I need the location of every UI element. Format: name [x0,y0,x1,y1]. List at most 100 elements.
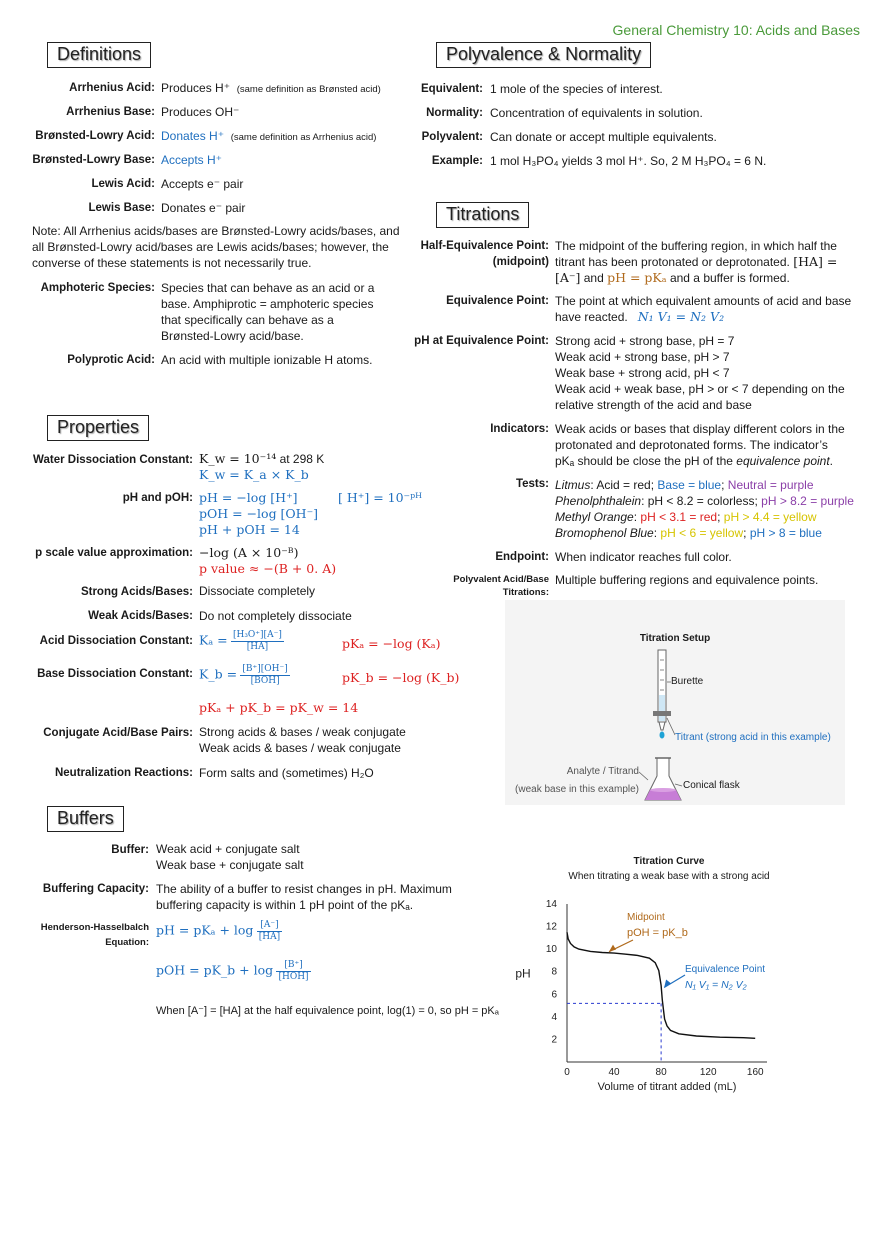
section-buffers-title: Buffers [47,806,124,832]
x-tick-label: 160 [747,1067,764,1078]
lewis-acid-label: Lewis Acid: [91,178,155,190]
chart-title: Titration Curve [633,856,705,867]
lewis-acid-value: Accepts e⁻ pair [161,177,244,191]
x-tick-label: 40 [608,1067,620,1078]
analyte-sublabel: (weak base in this example) [515,784,639,795]
apparatus-icon [638,649,683,801]
neutralization-label: Neutralization Reactions: [54,767,193,779]
equivalent-label: Equivalent: [421,83,483,95]
y-tick-label: 12 [546,922,558,933]
page-header: General Chemistry 10: Acids and Bases [612,22,860,38]
kb-equation: K_b = [B⁺][OH⁻][BOH] [199,664,290,686]
strong-acids-label: Strong Acids/Bases: [80,586,193,598]
lewis-base-label: Lewis Base: [88,202,155,214]
y-tick-label: 4 [551,1012,557,1023]
midpoint-arrowhead [609,944,616,952]
section-definitions-title: Definitions [47,42,152,68]
water-dissociation-value: K_w = 10⁻¹⁴ at 298 K K_w = K_a × K_b [199,451,325,482]
titration-curve-line [566,932,756,1039]
ph-equivalence-value: Strong acid + strong base, pH = 7 Weak a… [555,334,845,412]
arrhenius-base-label: Arrhenius Base: [66,106,155,118]
henderson-hasselbalch-poh: pOH = pK_b + log [B⁺][HOH] [156,960,311,982]
pkb-equation: pK_b = −log (K_b) [342,670,460,685]
burette-label: Burette [671,676,704,687]
polyvalent-label: Polyvalent: [421,131,483,143]
x-tick-label: 120 [700,1067,717,1078]
endpoint-label: Endpoint: [495,551,549,563]
amphoteric-label: Amphoteric Species: [40,282,155,294]
tests-label: Tests: [515,478,549,490]
y-tick-label: 8 [551,967,557,978]
analyte-label: Analyte / Titrand [566,766,639,777]
equivalence-equation: N₁ V₁ = N₂ V₂ [685,979,747,991]
ph-poh-label: pH and pOH: [122,492,193,504]
titrant-label: Titrant (strong acid in this example) [675,732,831,743]
tests-value: Litmus: Acid = red; Base = blue; Neutral… [555,478,854,540]
ph-poh-equations: pH = −log [H⁺] pOH = −log [OH⁻] pH + pOH… [199,490,319,537]
flask-label: Conical flask [683,780,740,791]
amphoteric-value: Species that can behave as an acid or a … [161,281,375,343]
polyvalent-titrations-value: Multiple buffering regions and equivalen… [555,573,819,587]
midpoint-equation: pOH = pK_b [627,927,688,939]
midpoint-label: Midpoint [627,912,665,923]
y-axis-label: pH [515,966,530,980]
lewis-base-value: Donates e⁻ pair [161,201,246,215]
conjugate-pairs-label: Conjugate Acid/Base Pairs: [43,727,193,739]
neutralization-value: Form salts and (sometimes) H₂O [199,766,374,780]
y-tick-label: 10 [546,944,558,955]
example-value: 1 mol H₃PO₄ yields 3 mol H⁺. So, 2 M H₃P… [490,154,767,168]
henderson-hasselbalch-ph: pH = pKₐ + log [A⁻][HA] [156,920,283,942]
buffering-capacity-label: Buffering Capacity: [42,883,149,895]
equivalence-label: Equivalence Point [685,964,765,975]
water-dissociation-label: Water Dissociation Constant: [33,454,193,466]
buffer-label: Buffer: [111,844,149,856]
indicators-label: Indicators: [490,423,549,435]
polyprotic-label: Polyprotic Acid: [67,354,155,366]
p-scale-label: p scale value approximation: [35,547,193,559]
section-polyvalence-title: Polyvalence & Normality [436,42,652,68]
weak-acids-label: Weak Acids/Bases: [88,610,193,622]
bl-base-label: Brønsted-Lowry Base: [32,154,155,166]
bl-acid-value: Donates H⁺ (same definition as Arrhenius… [161,129,377,143]
normality-value: Concentration of equivalents in solution… [490,106,703,120]
indicators-value: Weak acids or bases that display differe… [555,422,845,468]
x-axis-label: Volume of titrant added (mL) [598,1081,737,1093]
strong-acids-value: Dissociate completely [199,584,316,598]
h-concentration-equation: [ H⁺] = 10⁻ᵖᴴ [338,490,423,505]
equivalence-value: The point at which equivalent amounts of… [555,294,852,324]
equivalent-value: 1 mole of the species of interest. [490,82,663,96]
buffer-value: Weak acid + conjugate salt Weak base + c… [156,842,304,872]
setup-title: Titration Setup [639,633,711,644]
endpoint-value: When indicator reaches full color. [555,550,732,564]
ka-equation: Kₐ = [H₃O⁺][A⁻][HA] [199,630,284,652]
bl-acid-label: Brønsted-Lowry Acid: [35,130,155,142]
arrhenius-acid-value: Produces H⁺ (same definition as Brønsted… [161,81,381,95]
weak-acids-value: Do not completely dissociate [199,609,352,623]
ph-equivalence-label: pH at Equivalence Point: [414,335,549,347]
pk-sum-equation: pKₐ + pK_b = pK_w = 14 [199,700,359,715]
titration-setup-figure: Titration Setup Burette Titrant (strong … [505,600,845,805]
example-label: Example: [431,155,483,167]
section-properties-title: Properties [47,415,150,441]
ka-label: Acid Dissociation Constant: [39,635,193,647]
y-tick-label: 2 [551,1034,557,1045]
y-tick-label: 14 [546,899,558,910]
x-tick-label: 0 [564,1067,570,1078]
polyvalent-value: Can donate or accept multiple equivalent… [490,130,717,144]
polyprotic-value: An acid with multiple ionizable H atoms. [161,353,373,367]
normality-label: Normality: [426,107,483,119]
buffers-note: When [A⁻] = [HA] at the half equivalence… [156,1005,499,1017]
equivalence-label: Equivalence Point: [446,295,549,307]
p-scale-value: −log (A × 10⁻ᴮ) p value ≈ −(B + 0. A) [199,545,337,576]
kb-label: Base Dissociation Constant: [37,668,193,680]
equivalence-arrowhead [664,979,672,988]
half-equivalence-value: The midpoint of the buffering region, in… [555,239,838,285]
pka-equation: pKₐ = −log (Kₐ) [342,636,441,651]
arrhenius-acid-label: Arrhenius Acid: [69,82,155,94]
section-titrations-title: Titrations [436,202,530,228]
buffering-capacity-value: The ability of a buffer to resist change… [156,882,452,912]
conjugate-pairs-value: Strong acids & bases / weak conjugate We… [199,725,406,755]
chart-subtitle: When titrating a weak base with a strong… [568,871,770,882]
